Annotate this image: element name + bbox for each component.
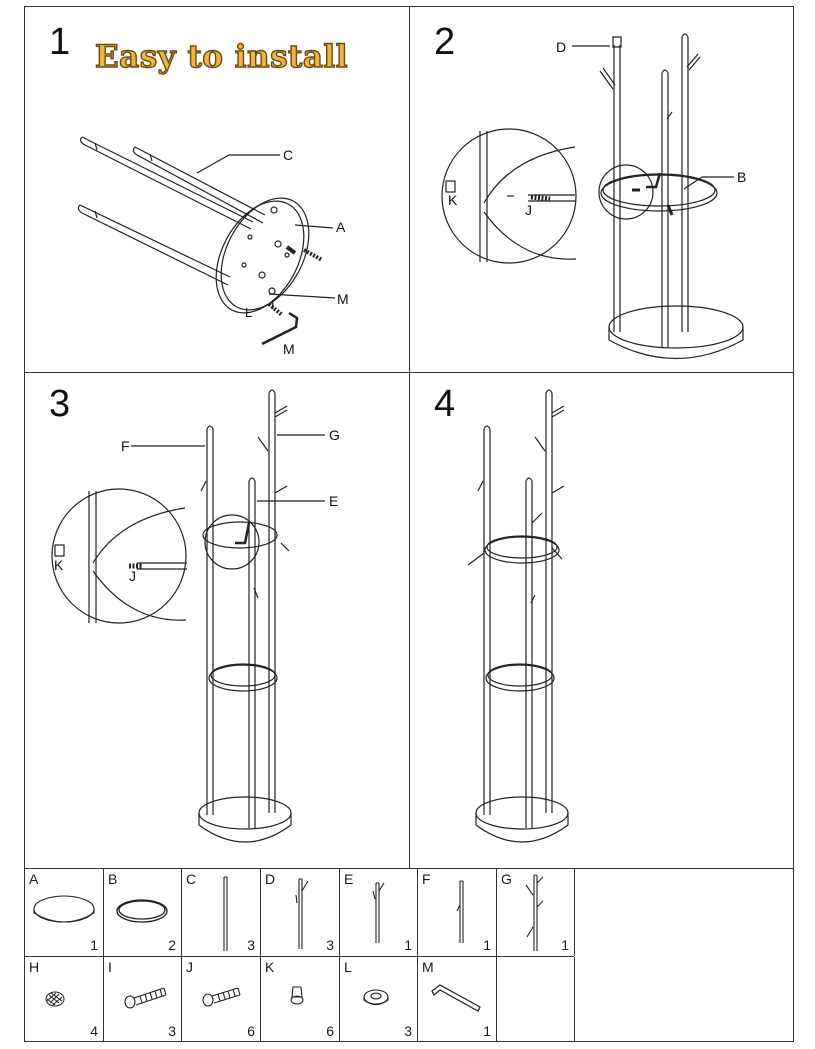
part-G-cell: G 1 — [497, 869, 575, 956]
part-letter: L — [344, 959, 352, 975]
part-letter: M — [422, 959, 434, 975]
part-letter: D — [265, 871, 276, 887]
part-B-cell: B 2 — [104, 869, 182, 956]
part-H-cell: H 4 — [25, 957, 104, 1042]
callout-J: J — [129, 568, 136, 584]
long-screw-icon — [124, 987, 167, 1009]
callout-F: F — [121, 438, 130, 454]
part-J-cell: J 6 — [182, 957, 261, 1042]
callout-J: J — [525, 202, 532, 218]
foot-pad-icon — [45, 991, 65, 1007]
part-qty: 4 — [90, 1023, 98, 1039]
part-qty: 6 — [247, 1023, 255, 1039]
part-qty: 2 — [168, 937, 176, 953]
part-letter: F — [422, 871, 431, 887]
divider-parts-rows — [24, 956, 574, 958]
part-qty: 3 — [404, 1023, 412, 1039]
step-4-diagram — [467, 389, 569, 843]
allen-key-icon — [431, 984, 481, 1012]
callout-L: L — [245, 305, 252, 320]
callout-M-key: M — [283, 341, 295, 357]
callout-I: I — [271, 297, 275, 312]
part-D-cell: D 3 — [261, 869, 340, 956]
callout-K: K — [54, 557, 64, 573]
part-letter: K — [265, 959, 275, 975]
step-1-panel: 1 Easy to install — [25, 7, 409, 372]
step-2-diagram: D B K J — [441, 33, 746, 359]
part-qty: 3 — [168, 1023, 176, 1039]
callout-K: K — [448, 192, 458, 208]
part-qty: 6 — [326, 1023, 334, 1039]
step-number: 2 — [434, 21, 456, 63]
step-number: 3 — [49, 383, 71, 425]
empty-cell — [497, 957, 575, 1042]
pole-one-hook-icon — [372, 882, 385, 943]
divider-horizontal-parts — [24, 868, 794, 870]
ring-icon — [116, 899, 168, 923]
screw-icon — [202, 987, 241, 1007]
part-letter: H — [29, 959, 40, 975]
part-letter: A — [29, 871, 39, 887]
part-I-cell: I 3 — [104, 957, 182, 1042]
part-letter: B — [108, 871, 118, 887]
straight-pole-icon — [223, 876, 228, 951]
part-qty: 1 — [483, 1023, 491, 1039]
part-letter: I — [108, 959, 112, 975]
step-number: 1 — [49, 21, 71, 63]
callout-G: G — [329, 427, 340, 443]
part-F-cell: F 1 — [418, 869, 497, 956]
divider-horizontal-mid — [24, 372, 794, 374]
divider-vertical — [409, 6, 411, 868]
step-2-panel: 2 — [410, 7, 793, 372]
part-qty: 1 — [483, 937, 491, 953]
pole-multi-hook-icon — [525, 874, 544, 951]
part-A-cell: A 1 — [25, 869, 104, 956]
end-cap-icon — [290, 986, 304, 1005]
top-pole-hook-icon — [295, 878, 309, 949]
callout-E: E — [329, 493, 338, 509]
step-4-panel: 4 — [410, 373, 793, 868]
part-E-cell: E 1 — [340, 869, 418, 956]
part-K-cell: K 6 — [261, 957, 340, 1042]
washer-icon — [363, 989, 389, 1006]
part-letter: E — [344, 871, 354, 887]
part-qty: 1 — [561, 937, 569, 953]
part-qty: 1 — [404, 937, 412, 953]
round-base-icon — [33, 895, 95, 923]
part-L-cell: L 3 — [340, 957, 418, 1042]
callout-A: A — [336, 219, 346, 235]
part-letter: J — [186, 959, 193, 975]
part-qty: 3 — [247, 937, 255, 953]
part-M-cell: M 1 — [418, 957, 497, 1042]
part-letter: C — [186, 871, 197, 887]
step-1-diagram: C A M I L M — [77, 136, 349, 357]
step-3-panel: 3 — [25, 373, 409, 868]
part-letter: G — [501, 871, 512, 887]
step-3-diagram: F G E K J — [51, 389, 340, 843]
callout-D: D — [556, 39, 566, 55]
callout-C: C — [283, 147, 293, 163]
part-qty: 3 — [326, 937, 334, 953]
callout-M: M — [337, 291, 349, 307]
step-number: 4 — [434, 383, 456, 425]
callout-B: B — [737, 169, 746, 185]
pole-side-hook-icon — [456, 880, 464, 943]
part-qty: 1 — [90, 937, 98, 953]
part-C-cell: C 3 — [182, 869, 261, 956]
page-title: Easy to install — [94, 38, 348, 75]
